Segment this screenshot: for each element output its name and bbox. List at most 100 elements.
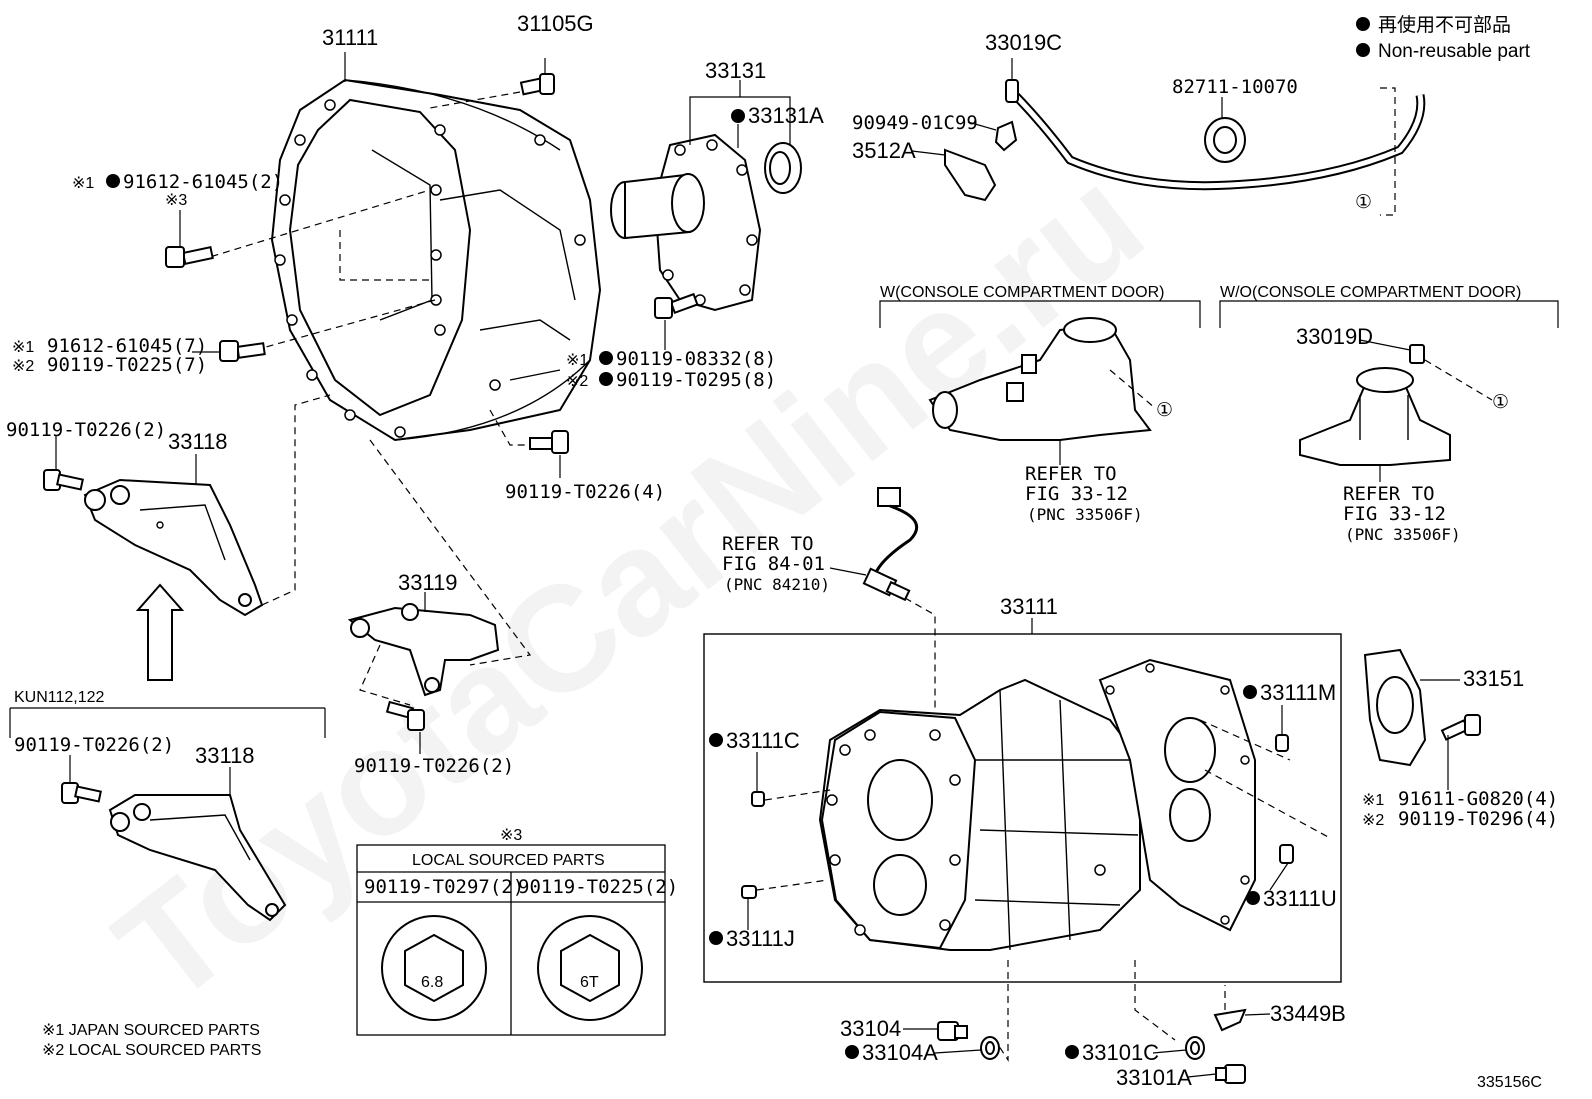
table-ref3: ※3 (500, 827, 522, 844)
label-33119: 33119 (398, 570, 458, 595)
table-title: LOCAL SOURCED PARTS (412, 852, 605, 869)
pnc-33506f-b: (PNC 33506F) (1345, 525, 1461, 544)
rear-bearing-retainer-33151-drawing (1363, 648, 1427, 767)
legend: 再使用不可部品 Non-reusable part (1356, 14, 1531, 62)
section-with-console: W(CONSOLE COMPARTMENT DOOR) (880, 284, 1164, 301)
non-reusable-dot-icon (731, 109, 745, 123)
diagram-code: 335156C (1477, 1074, 1542, 1091)
clip-90949-icon (994, 120, 1018, 152)
bolt-90119-08332-icon (654, 292, 699, 319)
non-reusable-dot-icon (599, 351, 613, 365)
non-reusable-dot-icon (709, 733, 723, 747)
plate-3512a-icon (944, 148, 997, 202)
label-90119-t0226-4: 90119-T0226(4) (505, 481, 665, 503)
label-90119-t0296: 90119-T0296(4) (1398, 808, 1558, 830)
bolt-90119-t0226-2a-icon (43, 469, 84, 491)
label-33019c: 33019C (985, 30, 1062, 55)
mark-ref2-c: ※2 (566, 373, 588, 390)
footnote-japan: ※1 JAPAN SOURCED PARTS (42, 1022, 260, 1039)
plug-33101a-icon (1215, 1064, 1246, 1084)
footnote-local: ※2 LOCAL SOURCED PARTS (42, 1042, 261, 1059)
part-labels: 31111 31105G 33131 33131A 33019C 90949-0… (6, 11, 1558, 1091)
label-90119-t0226-2b: 90119-T0226(2) (354, 755, 514, 777)
label-33111: 33111 (1000, 594, 1058, 619)
bracket-33118-upper-drawing (83, 478, 264, 617)
fig-84-01: FIG 84-01 (722, 553, 825, 575)
non-reusable-dot-icon (106, 174, 120, 188)
breather-hose-drawing (1005, 79, 1426, 191)
legend-ja: 再使用不可部品 (1378, 14, 1511, 36)
non-reusable-dot-icon (599, 372, 613, 386)
hex-label-1: 6.8 (421, 974, 443, 991)
extension-housing-33131-drawing (610, 133, 762, 312)
label-33131a: 33131A (748, 103, 824, 128)
shift-lever-housing-with-console (928, 317, 1152, 441)
refer-to-a: REFER TO (1025, 463, 1117, 485)
clip-33449b-icon (1213, 1008, 1247, 1032)
non-reusable-dot-icon (1243, 685, 1257, 699)
hex-head-6t-icon (560, 933, 620, 1003)
label-90119-t0226-2c: 90119-T0226(2) (14, 734, 174, 756)
bell-housing-drawing (270, 78, 602, 442)
label-91611: 91611-G0820(4) (1398, 788, 1558, 810)
bolt-91612-upper-icon (165, 246, 214, 268)
label-33104a: 33104A (862, 1040, 938, 1065)
hose-callout-1b: ① (1156, 400, 1173, 421)
table-col1: 90119-T0297(2) (364, 876, 524, 898)
hose-callout-1: ① (1355, 192, 1372, 213)
label-33118-lower: 33118 (195, 743, 255, 768)
non-reusable-dot-icon (1356, 43, 1370, 57)
label-33118-upper: 33118 (168, 429, 228, 454)
bolt-90119-t0226-4-icon (529, 430, 569, 454)
label-91612-7: 91612-61045(7) (47, 335, 207, 357)
mark-ref3: ※3 (165, 192, 187, 209)
section-without-console: W/O(CONSOLE COMPARTMENT DOOR) (1220, 284, 1521, 301)
transmission-case-33111-drawing (818, 678, 1141, 951)
label-33111u: 33111U (1263, 886, 1337, 911)
mark-ref1-b: ※1 (12, 339, 34, 356)
label-33019d: 33019D (1296, 324, 1373, 349)
non-reusable-dot-icon (1356, 17, 1370, 31)
bolt-31105g-icon (519, 73, 555, 96)
refer-to-b: REFER TO (1343, 483, 1435, 505)
label-90949: 90949-01C99 (852, 112, 978, 134)
pnc-33506f-a: (PNC 33506F) (1027, 505, 1143, 524)
label-33111m: 33111M (1260, 680, 1336, 705)
local-sourced-table (356, 844, 666, 1036)
label-33101c: 33101C (1082, 1040, 1159, 1065)
label-33111j: 33111J (726, 926, 795, 951)
bracket-33119-drawing (347, 603, 500, 697)
refer-to-c: REFER TO (722, 533, 814, 555)
label-90119-t0226-2a: 90119-T0226(2) (6, 419, 166, 441)
label-kun: KUN112,122 (14, 689, 105, 706)
label-33104: 33104 (840, 1016, 901, 1041)
bolt-90119-t0226-2b-icon (385, 700, 425, 731)
pin-33111j-icon (741, 885, 757, 899)
non-reusable-dot-icon (845, 1045, 859, 1059)
legend-en: Non-reusable part (1378, 41, 1531, 62)
gasket-33101c-icon (1185, 1036, 1205, 1060)
label-90119-t0295: 90119-T0295(8) (616, 369, 776, 391)
bracket-33118-lower-drawing (108, 794, 287, 922)
clip-82711-icon (1204, 117, 1246, 163)
label-33449b: 33449B (1270, 1001, 1346, 1026)
hex-label-2: 6T (580, 974, 599, 991)
pin-33111u-icon (1279, 844, 1294, 864)
pin-33111c-icon (751, 791, 765, 807)
mark-ref2-d: ※2 (1362, 812, 1384, 829)
mark-ref2: ※2 (12, 358, 34, 375)
mark-ref1-c: ※1 (566, 352, 588, 369)
bolt-91612-lower-icon (219, 340, 266, 362)
hose-callout-1c: ① (1492, 392, 1509, 413)
shift-lever-housing-without-console (1299, 367, 1451, 466)
label-33101a: 33101A (1116, 1065, 1192, 1090)
plug-33104-icon (937, 1021, 968, 1041)
fig-33-12-a: FIG 33-12 (1025, 483, 1128, 505)
non-reusable-dot-icon (709, 931, 723, 945)
label-82711: 82711-10070 (1172, 76, 1298, 98)
non-reusable-dot-icon (1065, 1045, 1079, 1059)
label-3512a: 3512A (852, 138, 916, 163)
sensor-84210-drawing (862, 487, 919, 602)
label-33111c: 33111C (726, 728, 800, 753)
